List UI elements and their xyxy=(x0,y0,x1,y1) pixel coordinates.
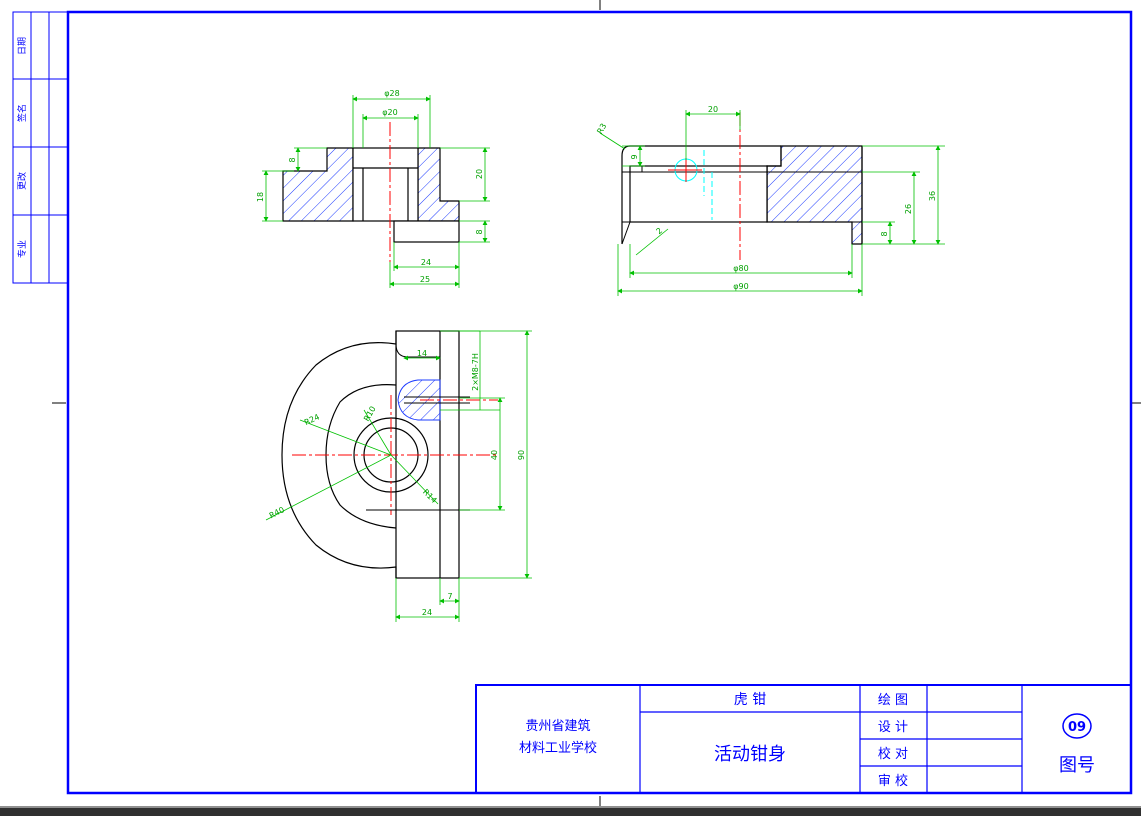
dim-label: 14 xyxy=(417,349,427,358)
front-dimensions xyxy=(262,95,490,288)
dim-label: 7 xyxy=(447,592,452,601)
role-review: 审 校 xyxy=(878,773,908,789)
side-strip: 日期 签名 更改 专业 xyxy=(12,11,69,284)
front-section-view xyxy=(282,122,460,262)
dim-label: 18 xyxy=(256,192,265,202)
top-view xyxy=(281,330,498,579)
side-section-view xyxy=(621,112,863,260)
dim-label: 24 xyxy=(422,608,432,617)
side-strip-label-sign: 签名 xyxy=(16,104,28,122)
dim-label: 2×M8-7H xyxy=(471,353,480,391)
drawing-number: 09 xyxy=(1068,720,1086,735)
dim-label: φ28 xyxy=(384,89,399,98)
side-dimensions xyxy=(599,110,945,296)
dim-label: 26 xyxy=(904,204,913,214)
side-strip-label-date: 日期 xyxy=(17,37,28,55)
dim-label: 36 xyxy=(928,191,937,201)
dim-label: 40 xyxy=(490,450,499,460)
side-dimension-labels: 20 R3 9 36 26 8 2 φ80 φ90 xyxy=(595,105,937,291)
role-draw: 绘 图 xyxy=(878,693,908,708)
dim-label: 2 xyxy=(655,226,665,236)
side-strip-label-change: 更改 xyxy=(16,172,28,190)
bottom-scroll-strip xyxy=(0,806,1141,816)
assembly-name: 虎 钳 xyxy=(734,692,766,708)
drawing-number-circle xyxy=(1062,713,1092,739)
dim-label: R40 xyxy=(268,505,286,520)
dim-label: 90 xyxy=(517,450,526,460)
dim-label: φ90 xyxy=(733,282,748,291)
dim-label: 20 xyxy=(708,105,718,114)
title-block-text: 贵州省建筑 材料工业学校 虎 钳 活动钳身 绘 图 设 计 校 对 审 校 09… xyxy=(519,692,1095,789)
dim-label: 8 xyxy=(475,229,484,234)
dim-label: 8 xyxy=(880,231,889,236)
school-name-line2: 材料工业学校 xyxy=(519,740,597,756)
dim-label: 8 xyxy=(288,157,297,162)
role-design: 设 计 xyxy=(878,720,908,735)
school-name-line1: 贵州省建筑 xyxy=(525,718,590,734)
role-check: 校 对 xyxy=(878,746,908,762)
dim-label: 24 xyxy=(421,258,431,267)
drawing-number-label: 图号 xyxy=(1059,755,1095,776)
part-name: 活动钳身 xyxy=(714,744,786,765)
dim-label: φ20 xyxy=(382,108,397,117)
front-dimension-labels: φ28 φ20 8 18 20 8 24 25 xyxy=(256,89,484,284)
dim-label: R3 xyxy=(595,122,608,136)
dim-label: 20 xyxy=(475,169,484,179)
side-strip-label-major: 专业 xyxy=(16,240,28,258)
top-dimensions xyxy=(265,330,532,622)
title-block xyxy=(475,684,1132,794)
dim-label: φ80 xyxy=(733,264,748,273)
dim-label: 9 xyxy=(630,154,639,159)
dim-label: R10 xyxy=(362,405,378,423)
top-dimension-labels: 14 2×M8-7H R24 R10 40 90 R14 R40 24 7 xyxy=(268,349,526,617)
dim-label: 25 xyxy=(420,275,430,284)
